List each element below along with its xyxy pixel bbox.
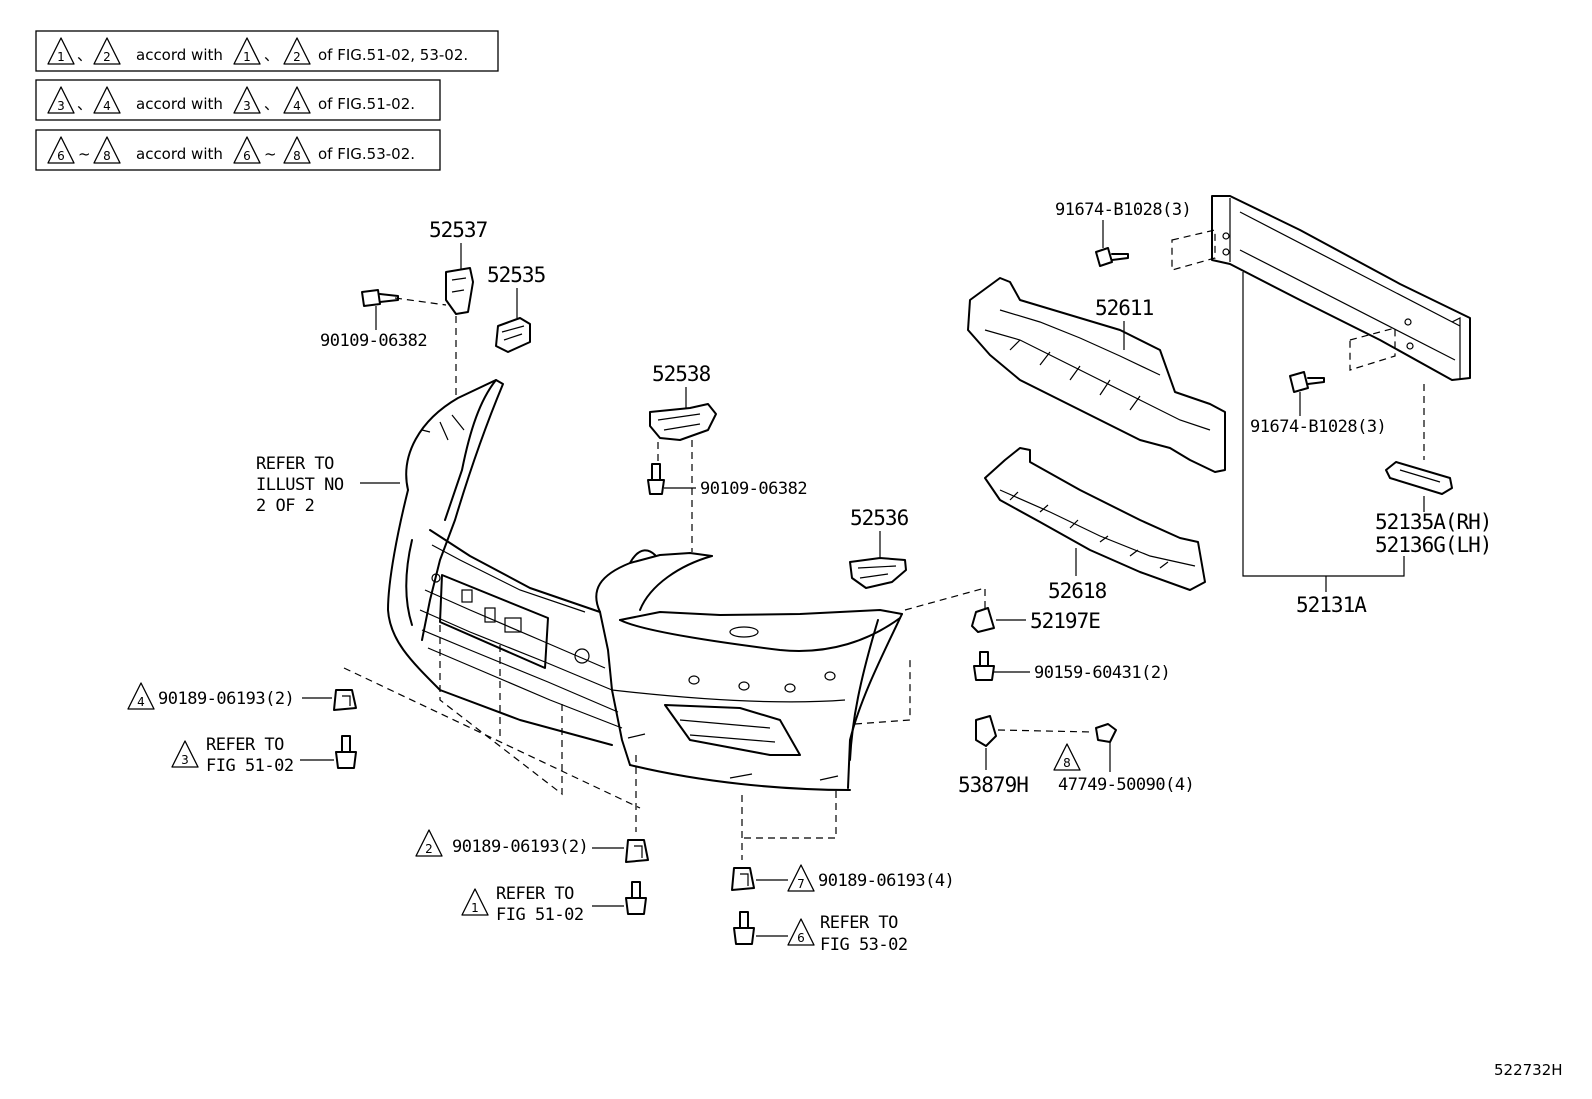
svg-text:52537: 52537 [429,218,488,242]
part-52618: 52618 [984,447,1206,603]
part-52537: 52537 [394,218,489,400]
clip-90189-bottom: 2 90189-06193(2) [415,829,649,863]
bolt-90109-center: 90109-06382 [647,463,808,499]
screw-refer-fig53: 6 REFER TO FIG 53-02 [733,911,908,955]
svg-text:、: 、 [77,46,92,64]
bolt-91674-mid: 91674-B1028(3) [1250,371,1387,437]
svg-text:~: ~ [264,145,277,163]
svg-text:52536: 52536 [850,506,909,530]
svg-text:52135A(RH): 52135A(RH) [1375,510,1491,534]
grommet-47749: 47749-50090(4) 8 [1053,723,1195,795]
svg-text:3: 3 [181,753,189,767]
svg-text:4: 4 [293,99,301,113]
part-52538: 52538 [649,362,717,552]
svg-text:1: 1 [57,50,65,64]
svg-text:90109-06382: 90109-06382 [320,331,427,351]
svg-text:REFER TO: REFER TO [820,913,898,933]
svg-text:3: 3 [57,99,65,113]
svg-text:4: 4 [137,695,145,709]
bumper-cover [387,379,903,791]
svg-text:90159-60431(2): 90159-60431(2) [1034,663,1170,683]
bolt-91674-top: 91674-B1028(3) [1055,200,1192,267]
svg-text:2 OF 2: 2 OF 2 [256,496,314,516]
note-box-2: 3 、 4 accord with 3 、 4 of FIG.51-02. [35,79,441,121]
svg-text:2: 2 [425,842,433,856]
refer-illust-label: REFER TO ILLUST NO 2 OF 2 [256,454,400,516]
svg-text:91674-B1028(3): 91674-B1028(3) [1055,200,1191,220]
clip-90189-right: 7 90189-06193(4) [731,864,955,892]
bolt-90109-left: 90109-06382 [320,289,428,351]
svg-text:FIG 53-02: FIG 53-02 [820,935,908,955]
svg-text:accord with: accord with [136,95,223,113]
screw-refer-fig51-bottom: 1 REFER TO FIG 51-02 [461,881,647,925]
svg-text:8: 8 [293,149,301,163]
svg-text:52538: 52538 [652,362,711,386]
svg-text:、: 、 [77,95,92,113]
svg-text:FIG 51-02: FIG 51-02 [206,756,294,776]
svg-text:52197E: 52197E [1030,609,1100,633]
part-52197e: 52197E [904,587,1101,633]
svg-text:REFER TO: REFER TO [206,735,284,755]
svg-text:91674-B1028(3): 91674-B1028(3) [1250,417,1386,437]
svg-text:REFER TO: REFER TO [496,884,574,904]
svg-text:52131A: 52131A [1296,593,1367,617]
svg-text:8: 8 [103,149,111,163]
screw-90159: 90159-60431(2) [973,651,1171,683]
svg-text:of FIG.51-02.: of FIG.51-02. [318,95,415,113]
svg-text:52611: 52611 [1095,296,1154,320]
note-box-3: 6 ~ 8 accord with 6 ~ 8 of FIG.53-02. [35,129,441,171]
screw-refer-fig51-left: 3 REFER TO FIG 51-02 [171,735,357,776]
part-52135a-52136g: 52135A(RH) 52136G(LH) [1375,461,1492,557]
svg-text:90189-06193(2): 90189-06193(2) [158,689,294,709]
svg-text:52535: 52535 [487,263,545,287]
svg-text:of FIG.51-02, 53-02.: of FIG.51-02, 53-02. [318,46,468,64]
part-52131a: 52131A [1171,195,1471,617]
svg-text:47749-50090(4): 47749-50090(4) [1058,775,1194,795]
svg-text:3: 3 [243,99,251,113]
svg-text:REFER TO: REFER TO [256,454,334,474]
svg-text:6: 6 [797,931,805,945]
svg-text:FIG 51-02: FIG 51-02 [496,905,584,925]
part-53879h: 53879H [854,660,1093,797]
svg-text:ILLUST NO: ILLUST NO [256,475,344,495]
svg-text:of FIG.53-02.: of FIG.53-02. [318,145,415,163]
note-box-1: 1 、 2 accord with 1 、 2 of FIG.51-02, 53… [35,30,499,72]
svg-text:1: 1 [243,50,251,64]
svg-text:2: 2 [103,50,111,64]
svg-text:accord with: accord with [136,145,223,163]
svg-text:2: 2 [293,50,301,64]
svg-text:7: 7 [797,877,805,891]
svg-text:6: 6 [57,149,65,163]
svg-text:53879H: 53879H [958,773,1028,797]
part-52536: 52536 [849,506,910,589]
svg-text:90189-06193(2): 90189-06193(2) [452,837,588,857]
svg-text:90189-06193(4): 90189-06193(4) [818,871,954,891]
svg-text:6: 6 [243,149,251,163]
svg-text:~: ~ [78,145,91,163]
svg-text:accord with: accord with [136,46,223,64]
svg-text:、: 、 [264,95,279,113]
svg-text:90109-06382: 90109-06382 [700,479,807,499]
svg-text:4: 4 [103,99,111,113]
svg-text:1: 1 [471,901,479,915]
figure-id: 522732H [1494,1061,1563,1079]
clip-90189-left: 4 90189-06193(2) [127,682,357,711]
part-52535: 52535 [487,263,546,353]
svg-text:8: 8 [1063,756,1071,770]
part-52611: 52611 [967,277,1226,473]
svg-text:52136G(LH): 52136G(LH) [1375,533,1491,557]
svg-text:、: 、 [264,46,279,64]
svg-text:52618: 52618 [1048,579,1107,603]
